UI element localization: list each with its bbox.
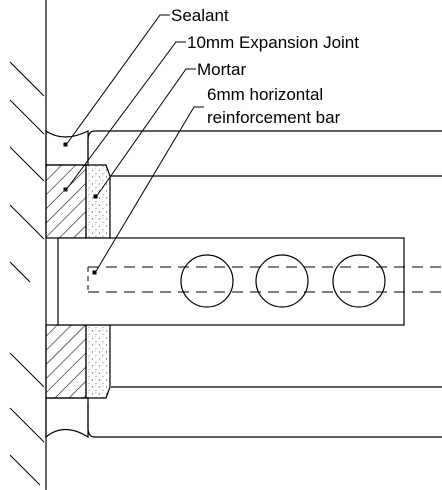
block-core-3 — [332, 254, 386, 308]
leader-expansion-joint — [63, 41, 186, 192]
structural-wall — [9, 0, 47, 490]
leader-sealant — [63, 14, 170, 147]
leader-mortar — [93, 68, 196, 199]
label-reinforcement-line2: reinforcement bar — [207, 108, 341, 127]
block-core-2 — [255, 254, 309, 308]
masonry-unit-bottom — [87, 386, 442, 438]
label-reinforcement-line1: 6mm horizontal — [207, 85, 323, 104]
label-sealant: Sealant — [171, 6, 229, 25]
bond-beam-block — [57, 237, 442, 326]
mortar — [85, 164, 111, 399]
block-core-1 — [180, 254, 234, 308]
masonry-unit-top — [87, 130, 442, 177]
leader-reinforcement-bar — [92, 106, 204, 275]
label-expansion-joint: 10mm Expansion Joint — [187, 33, 359, 52]
leader-lines — [63, 14, 204, 275]
label-mortar: Mortar — [197, 60, 246, 79]
